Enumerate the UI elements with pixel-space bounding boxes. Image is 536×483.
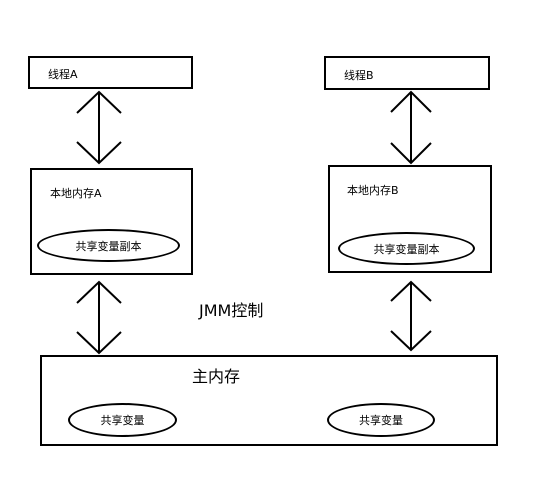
main-memory-label: 主内存 [192, 367, 241, 386]
local-memory-a-copy: 共享变量副本 [37, 229, 180, 262]
thread-b-label: 线程B [344, 69, 374, 82]
main-memory-variable-label: 共享变量 [359, 414, 403, 427]
jmm-control-label: JMM控制 [199, 301, 264, 320]
local-memory-a-label: 本地内存A [50, 187, 102, 200]
local-memory-a-copy-label: 共享变量副本 [75, 239, 142, 253]
thread-a-label: 线程A [48, 68, 78, 81]
arrow-local-b-main [390, 280, 432, 352]
main-memory-variable-label: 共享变量 [100, 414, 145, 427]
main-memory-variable: 共享变量 [327, 403, 435, 437]
thread-a-box: 线程A [28, 56, 193, 89]
local-memory-b-label: 本地内存B [347, 184, 399, 197]
thread-b-box: 线程B [324, 56, 490, 90]
arrow-thread-a-local-a [76, 90, 122, 165]
arrow-thread-b-local-b [390, 90, 432, 165]
local-memory-b-copy-label: 共享变量副本 [373, 242, 440, 256]
local-memory-b-copy: 共享变量副本 [338, 232, 475, 265]
main-memory-variable: 共享变量 [68, 403, 177, 437]
arrow-local-a-main [76, 280, 122, 355]
